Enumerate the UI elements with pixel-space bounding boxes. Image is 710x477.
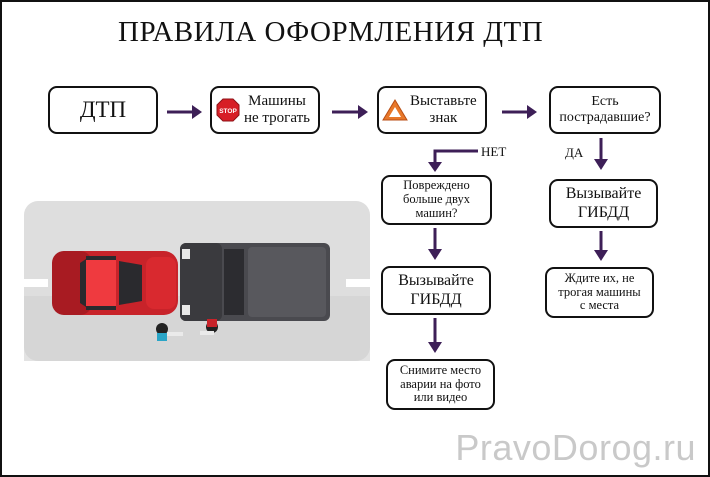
photo-line3: или видео xyxy=(413,390,468,405)
arrow-head xyxy=(428,162,442,172)
call-left-line1: Вызывайте xyxy=(398,272,474,290)
wait-box: Ждите их, не трогая машины с места xyxy=(545,267,654,318)
dtp-box: ДТП xyxy=(48,86,158,134)
call-right-line1: Вызывайте xyxy=(565,185,642,203)
lane-mark-right xyxy=(346,279,370,287)
svg-text:STOP: STOP xyxy=(219,108,237,115)
damaged-question-box: Повреждено больше двух машин? xyxy=(381,175,492,225)
arrow-head xyxy=(428,342,442,353)
branch-no-label: НЕТ xyxy=(481,144,507,159)
photo-line2: аварии на фото xyxy=(400,376,481,391)
call-right-line2: ГИБДД xyxy=(577,203,630,221)
lane-mark-left xyxy=(24,279,48,287)
call-left-line2: ГИБДД xyxy=(410,290,462,308)
person-red xyxy=(200,319,218,335)
damaged-line1: Повреждено xyxy=(403,178,470,193)
damaged-line3: машин? xyxy=(415,205,458,220)
photo-line1: Снимите место xyxy=(399,362,482,377)
photo-box: Снимите место аварии на фото или видео xyxy=(386,359,495,410)
page-title: ПРАВИЛА ОФОРМЛЕНИЯ ДТП xyxy=(118,16,544,48)
place-sign-box: Выставьте знак xyxy=(377,86,487,134)
arrow-no-branch xyxy=(433,149,478,162)
arrow-head xyxy=(594,159,608,170)
dtp-label: ДТП xyxy=(79,96,127,122)
injured-box: Есть пострадавшие? xyxy=(549,86,661,134)
accident-illustration xyxy=(24,201,370,361)
dont-move-box: STOP Машины не трогать xyxy=(210,86,320,134)
dont-move-line1: Машины xyxy=(248,92,306,109)
place-sign-line1: Выставьте xyxy=(410,92,477,109)
injured-line1: Есть xyxy=(591,93,619,109)
red-car xyxy=(52,251,178,315)
watermark: PravoDorog.ru xyxy=(455,427,696,468)
place-sign-line2: знак xyxy=(429,110,458,126)
call-police-right-box: Вызывайте ГИБДД xyxy=(549,179,658,228)
wait-line2: трогая машины xyxy=(558,284,641,299)
dont-move-line2: не трогать xyxy=(244,110,310,126)
arrow-head xyxy=(428,249,442,260)
wait-line1: Ждите их, не xyxy=(564,270,635,285)
call-police-left-box: Вызывайте ГИБДД xyxy=(381,266,491,315)
stop-sign-icon: STOP xyxy=(216,98,240,122)
arrow-head xyxy=(594,250,608,261)
injured-line2: пострадавшие? xyxy=(559,110,651,125)
wait-line3: с места xyxy=(579,298,620,313)
arrow-head xyxy=(358,105,368,119)
branch-yes-label: ДА xyxy=(565,145,584,160)
arrow-head xyxy=(527,105,537,119)
gray-car xyxy=(180,243,330,321)
person-blue xyxy=(156,323,183,341)
arrow-head xyxy=(192,105,202,119)
damaged-line2: больше двух xyxy=(402,192,471,207)
warning-triangle-icon xyxy=(382,99,408,121)
